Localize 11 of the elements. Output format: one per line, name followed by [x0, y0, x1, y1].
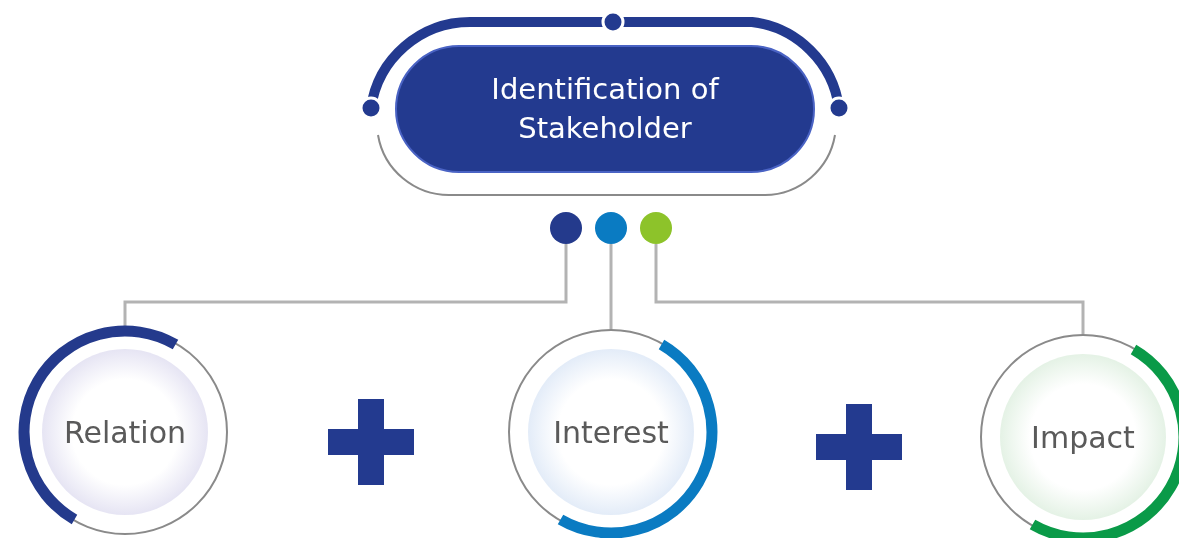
- connector-line: [654, 244, 1085, 334]
- connector-line: [609, 244, 613, 329]
- connector-dot: [550, 212, 582, 244]
- connector-line: [123, 244, 568, 329]
- category-label: Relation: [63, 414, 187, 450]
- category-label: Interest: [553, 414, 669, 450]
- title-text: Identification of Stakeholder: [490, 70, 721, 147]
- connector-dot: [595, 212, 627, 244]
- title-pill: [395, 45, 815, 173]
- category-label: Impact: [1031, 419, 1135, 455]
- connector-dot: [640, 212, 672, 244]
